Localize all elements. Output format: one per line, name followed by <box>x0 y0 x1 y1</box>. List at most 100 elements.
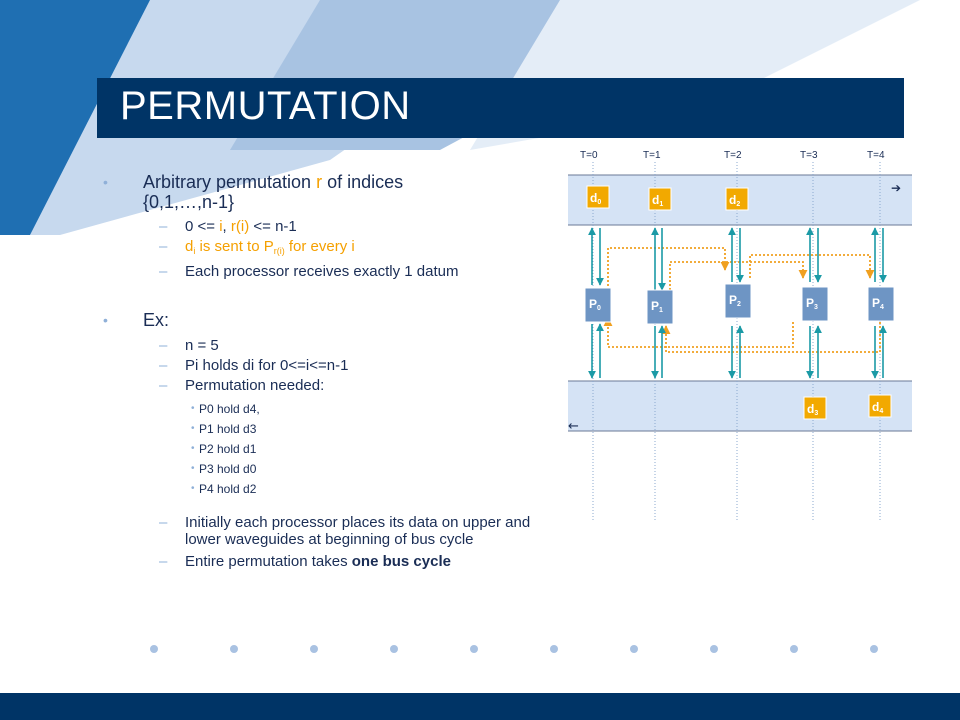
dash: – <box>159 357 168 374</box>
text-ri: r(i) <box>230 218 250 235</box>
dash: – <box>159 553 168 570</box>
subscript: r(i) <box>273 246 285 256</box>
page-title: PERMUTATION <box>120 84 411 128</box>
time-label: T=2 <box>724 150 742 161</box>
data-box-d2: d2 <box>725 187 749 211</box>
processor-p1: P1 <box>646 289 674 325</box>
svg-text:d4: d4 <box>872 400 883 415</box>
text: Entire permutation takes <box>185 553 352 570</box>
bullet-permutation: • Arbitrary permutation r of indices {0,… <box>103 172 553 212</box>
dash: – <box>159 337 168 354</box>
dot <box>310 645 318 653</box>
time-label: T=0 <box>580 150 598 161</box>
subscript: i <box>193 246 196 256</box>
svg-text:d3: d3 <box>807 402 818 417</box>
lower-links <box>588 323 887 379</box>
perm-item: • P4 hold d2 <box>103 482 553 496</box>
text-bold: one bus cycle <box>351 553 451 570</box>
svg-text:d1: d1 <box>652 193 663 208</box>
sub-bullet-receives: – Each processor receives exactly 1 datu… <box>103 263 553 280</box>
dash: – <box>159 514 168 531</box>
text: Initially each processor places its data… <box>185 514 531 548</box>
text: P4 hold d2 <box>199 482 257 496</box>
processor-p4: P4 <box>867 286 895 322</box>
text: Pi holds di for 0<=i<=n-1 <box>185 357 349 374</box>
dot <box>470 645 478 653</box>
bullet-dot: • <box>191 423 195 434</box>
bullet-text: Arbitrary permutation <box>143 172 317 192</box>
text: P3 hold d0 <box>199 462 257 476</box>
bullet-r: r <box>316 172 323 192</box>
bus-diagram: T=0 T=1 T=2 T=3 T=4 ➔ ← <box>568 150 912 520</box>
processor-p0: P0 <box>584 287 612 323</box>
bullet-dot: • <box>191 463 195 474</box>
text: for every i <box>284 238 355 255</box>
bullet-dot: • <box>191 403 195 414</box>
bullet-dot: • <box>103 174 108 190</box>
lower-waveguide <box>568 381 912 431</box>
bullet-text: of indices <box>322 172 404 192</box>
dot <box>230 645 238 653</box>
text: P2 hold d1 <box>199 442 257 456</box>
svg-text:d2: d2 <box>729 193 740 208</box>
dot <box>390 645 398 653</box>
perm-item: • P2 hold d1 <box>103 442 553 456</box>
sub-bullet-sent: – di is sent to Pr(i) for every i <box>103 238 553 260</box>
data-box-d3: d3 <box>803 396 827 420</box>
sub-bullet-needed: – Permutation needed: <box>103 377 553 394</box>
text: <= n-1 <box>249 218 297 235</box>
route-path <box>607 247 730 290</box>
dot <box>630 645 638 653</box>
text: 0 <= <box>185 218 220 235</box>
sub-bullet-n: – n = 5 <box>103 337 553 354</box>
text: P1 hold d3 <box>199 422 257 436</box>
data-box-d0: d0 <box>586 185 610 209</box>
dot <box>710 645 718 653</box>
arrow-left-icon: ← <box>568 419 579 434</box>
decorative-dots <box>150 642 890 658</box>
bullet-dot: • <box>191 483 195 494</box>
text: P0 hold d4, <box>199 402 260 416</box>
dash: – <box>159 377 168 394</box>
svg-text:P2: P2 <box>729 293 741 308</box>
data-box-d1: d1 <box>648 187 672 211</box>
text: , <box>222 218 231 235</box>
bullet-example: • Ex: <box>103 310 553 330</box>
data-box-d4: d4 <box>868 394 892 418</box>
perm-item: • P1 hold d3 <box>103 422 553 436</box>
sub-bullet-cycle: – Entire permutation takes one bus cycle <box>103 553 553 570</box>
perm-item: • P3 hold d0 <box>103 462 553 476</box>
upper-links <box>588 227 887 291</box>
dot <box>150 645 158 653</box>
footer-bar <box>0 693 960 720</box>
bullet-dot: • <box>103 312 108 328</box>
dash: – <box>159 263 168 280</box>
text: is sent to P <box>195 238 274 255</box>
svg-text:P0: P0 <box>589 297 601 312</box>
dash: – <box>159 218 168 235</box>
route-path <box>669 261 808 290</box>
sub-bullet-holds: – Pi holds di for 0<=i<=n-1 <box>103 357 553 374</box>
bullet-dot: • <box>191 443 195 454</box>
dot <box>790 645 798 653</box>
route-path <box>603 317 794 348</box>
sub-bullet-initially: – Initially each processor places its da… <box>103 514 553 548</box>
text: Permutation needed: <box>185 377 325 394</box>
perm-item: • P0 hold d4, <box>103 402 553 416</box>
bullet-content: • Arbitrary permutation r of indices {0,… <box>103 172 553 570</box>
dot <box>870 645 878 653</box>
svg-text:d0: d0 <box>590 191 601 206</box>
arrow-right-icon: ➔ <box>891 181 901 195</box>
text: d <box>185 238 194 255</box>
svg-text:P4: P4 <box>872 296 884 311</box>
sub-bullet-range: – 0 <= i, r(i) <= n-1 <box>103 218 553 235</box>
processor-p2: P2 <box>724 283 752 319</box>
time-label: T=1 <box>643 150 661 161</box>
time-label: T=3 <box>800 150 818 161</box>
route-path <box>661 322 881 353</box>
bullet-indices: {0,1,…,n-1} <box>143 192 235 212</box>
dash: – <box>159 238 168 255</box>
title-bar <box>97 78 904 138</box>
text-i: i <box>219 218 223 235</box>
svg-text:P3: P3 <box>806 296 818 311</box>
